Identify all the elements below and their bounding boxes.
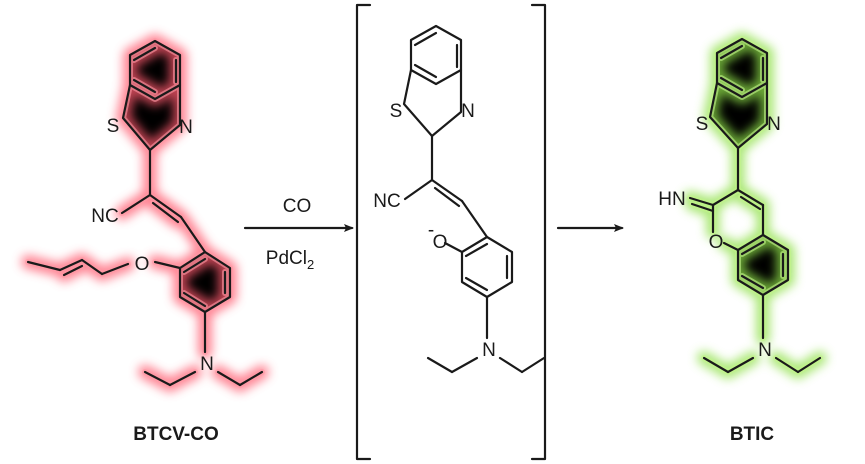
product-molecule: S N HN O N BTIC xyxy=(658,39,820,445)
step1-arrow: CO PdCl2 xyxy=(243,196,354,272)
ether-oxygen-label: O xyxy=(135,254,150,275)
intermediate-brackets xyxy=(355,3,547,461)
reagent-pdcl2: PdCl2 xyxy=(266,248,314,272)
nitrile-label: NC xyxy=(91,206,118,227)
amine-nitrogen-label: N xyxy=(200,354,214,375)
reactant-molecule: S N NC O N BTCV-CO xyxy=(28,41,262,445)
nitrogen-label: N xyxy=(767,114,781,135)
sulfur-label: S xyxy=(390,101,403,122)
amine-nitrogen-label: N xyxy=(758,340,772,361)
sulfur-label: S xyxy=(107,116,120,137)
negative-charge: - xyxy=(428,220,434,241)
nitrogen-label: N xyxy=(461,101,475,122)
ring-oxygen-label: O xyxy=(709,232,724,253)
reactant-name: BTCV-CO xyxy=(133,424,219,445)
intermediate-molecule xyxy=(402,24,546,374)
product-name: BTIC xyxy=(730,424,775,445)
intermediate-labels: S N NC O - N xyxy=(373,101,496,361)
reagent-co: CO xyxy=(283,196,312,217)
sulfur-label: S xyxy=(696,114,709,135)
nitrogen-label: N xyxy=(179,117,193,138)
amine-nitrogen-label: N xyxy=(482,340,496,361)
nitrile-label: NC xyxy=(373,191,400,212)
phenoxide-oxygen-label: O xyxy=(433,232,448,253)
imine-label: HN xyxy=(658,189,685,210)
step2-arrow xyxy=(556,224,624,232)
